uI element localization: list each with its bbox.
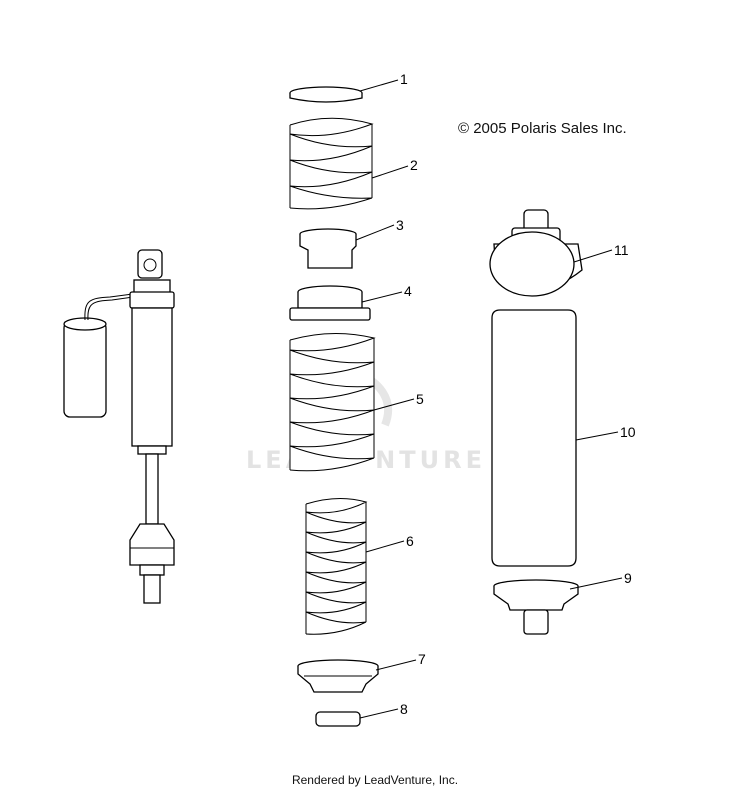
callout-10: 10 bbox=[620, 424, 636, 440]
callout-11: 11 bbox=[614, 242, 629, 258]
part-5-main-spring bbox=[289, 333, 376, 474]
part-3-sleeve bbox=[299, 228, 357, 269]
callout-5: 5 bbox=[416, 391, 424, 407]
part-4-spring-seat bbox=[289, 285, 371, 321]
part-8-bushing bbox=[315, 711, 361, 727]
render-credit-footer: Rendered by LeadVenture, Inc. bbox=[291, 773, 459, 787]
callout-numbers: 1 2 3 4 5 6 7 8 9 10 11 bbox=[396, 71, 636, 717]
callout-4: 4 bbox=[404, 283, 412, 299]
callout-3: 3 bbox=[396, 217, 404, 233]
callout-6: 6 bbox=[406, 533, 414, 549]
callout-7: 7 bbox=[418, 651, 426, 667]
part-1-top-cap bbox=[289, 86, 363, 103]
part-7-lower-seat bbox=[297, 659, 379, 693]
leader-lines bbox=[355, 79, 623, 719]
part-10-body-sleeve bbox=[491, 309, 577, 567]
assembled-shock bbox=[63, 249, 175, 604]
part-11-top-mount bbox=[489, 209, 583, 297]
callout-1: 1 bbox=[400, 71, 408, 87]
callout-2: 2 bbox=[410, 157, 418, 173]
callout-9: 9 bbox=[624, 570, 632, 586]
part-9-bottom-cap bbox=[493, 579, 579, 635]
callout-8: 8 bbox=[400, 701, 408, 717]
part-2-upper-spring bbox=[289, 117, 374, 212]
part-6-lower-spring bbox=[305, 498, 368, 638]
copyright-notice: © 2005 Polaris Sales Inc. bbox=[458, 120, 627, 137]
